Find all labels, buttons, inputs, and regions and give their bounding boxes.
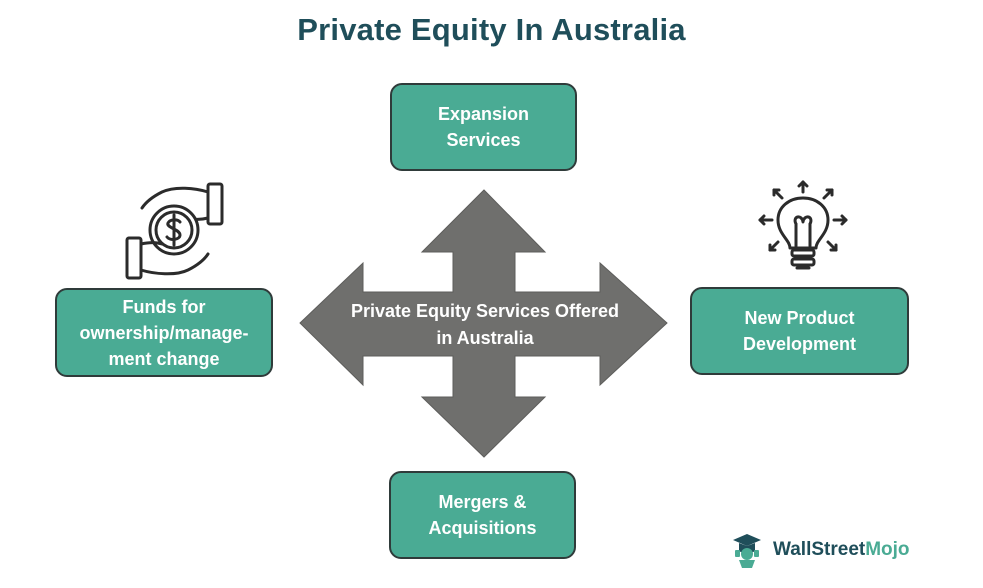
page-title: Private Equity In Australia xyxy=(297,12,686,47)
box-right-line1: New Product xyxy=(744,308,855,328)
box-top-line2: Services xyxy=(446,130,521,150)
brand-name: WallStreetMojo xyxy=(773,539,910,561)
box-new-product-development: New Product Development xyxy=(690,287,909,375)
wallstreetmojo-logo-icon xyxy=(733,534,761,568)
box-bottom-line1: Mergers & xyxy=(438,492,527,512)
box-funds-ownership-change: Funds for ownership/manage- ment change xyxy=(55,288,273,377)
box-top-line1: Expansion xyxy=(437,104,530,124)
box-bottom-line2: Acquisitions xyxy=(428,518,537,538)
brand-name-part1: WallStreet xyxy=(773,539,866,560)
brand-name-part2: Mojo xyxy=(865,539,910,560)
box-expansion-services: Expansion Services xyxy=(390,83,577,171)
four-way-arrow xyxy=(299,189,668,458)
center-label-line1: Private Equity Services Offered xyxy=(350,301,620,321)
box-left-line3: ment change xyxy=(108,348,220,369)
center-label: Private Equity Services Offered in Austr… xyxy=(330,298,640,352)
box-mergers-acquisitions: Mergers & Acquisitions xyxy=(389,471,576,559)
center-label-line2: in Australia xyxy=(436,328,534,348)
lightbulb-idea-icon xyxy=(758,180,848,270)
box-left-line2: ownership/manage- xyxy=(79,322,249,343)
box-right-line2: Development xyxy=(742,334,857,354)
brand-logo: WallStreetMojo xyxy=(727,530,910,570)
hand-holding-dollar-icon xyxy=(125,182,224,280)
box-left-line1: Funds for xyxy=(122,296,206,317)
